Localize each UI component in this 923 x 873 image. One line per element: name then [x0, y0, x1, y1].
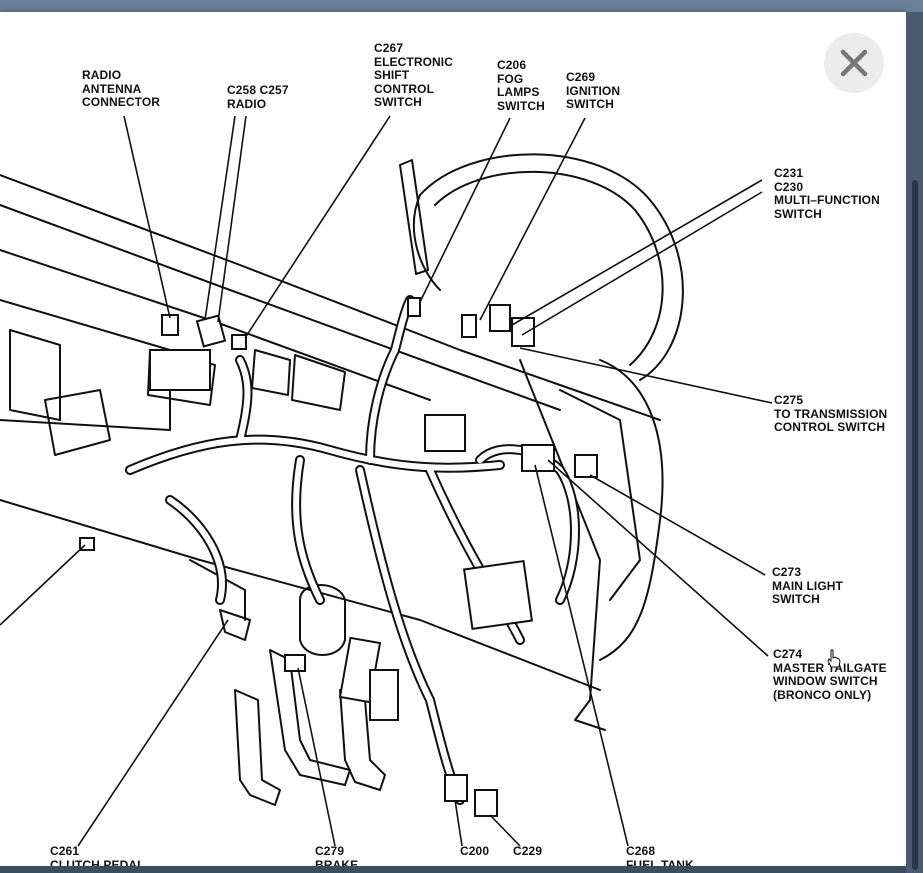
- label-c267-shift-control: C267 ELECTRONIC SHIFT CONTROL SWITCH: [374, 41, 453, 109]
- label-c229: C229: [513, 844, 543, 858]
- leader-c231: [511, 179, 763, 326]
- connector-c206: [461, 314, 477, 338]
- leader-c261: [0, 544, 86, 626]
- label-c200: C200: [460, 844, 490, 858]
- hand-cursor-icon: [827, 649, 841, 668]
- scrollbar-thumb[interactable]: [912, 180, 918, 870]
- connector-c275: [424, 414, 466, 452]
- leader-c274: [547, 459, 769, 657]
- leader-c275: [519, 347, 773, 404]
- leader-c258: [204, 115, 236, 321]
- wiring-diagram: [0, 115, 773, 847]
- leader-c229: [489, 814, 521, 847]
- connector-c273: [521, 444, 555, 472]
- label-c275-transmission: C275 TO TRANSMISSION CONTROL SWITCH: [774, 393, 888, 434]
- leader-c200: [454, 799, 463, 847]
- leader-c269: [479, 117, 586, 321]
- leader-c273: [589, 474, 766, 576]
- connector-c279: [284, 654, 306, 672]
- label-c274-tailgate: C274 MASTER TAILGATE WINDOW SWITCH (BRON…: [773, 647, 887, 702]
- label-c258-c257-radio: C258 C257 RADIO: [227, 83, 289, 111]
- close-button[interactable]: [824, 33, 884, 93]
- connector-c200: [444, 774, 468, 802]
- leader-c268: [534, 464, 629, 847]
- label-c206-fog-lamps: C206 FOG LAMPS SWITCH: [497, 58, 545, 113]
- leader-c261b: [77, 619, 229, 847]
- connector-c267: [407, 297, 421, 317]
- connector-c269: [489, 304, 511, 332]
- leader-c206: [419, 117, 511, 303]
- label-c269-ignition: C269 IGNITION SWITCH: [566, 70, 621, 111]
- steering-wheel: [419, 153, 684, 381]
- close-icon: [840, 49, 868, 77]
- window-bottom-strip: [0, 866, 906, 873]
- leader-c257: [217, 115, 247, 323]
- label-c231-c230-multifunction: C231 C230 MULTI–FUNCTION SWITCH: [774, 166, 880, 221]
- shift-lever: [399, 159, 429, 275]
- connector-c229: [474, 789, 498, 817]
- leader-c230: [521, 191, 763, 336]
- connector-c274: [574, 454, 598, 478]
- window-top-bar: [0, 0, 923, 12]
- connector-c258-c257: [195, 314, 227, 348]
- leader-radio-antenna: [123, 115, 171, 319]
- label-radio-antenna-connector: RADIO ANTENNA CONNECTOR: [82, 68, 161, 109]
- leader-c279: [297, 667, 336, 847]
- instrument-panel: [0, 174, 661, 421]
- leader-c267: [244, 115, 391, 339]
- image-viewer: RADIO ANTENNA CONNECTOR C258 C257 RADIO …: [0, 12, 906, 873]
- label-c273-main-light: C273 MAIN LIGHT SWITCH: [772, 565, 843, 606]
- brake-pedal: [269, 649, 351, 786]
